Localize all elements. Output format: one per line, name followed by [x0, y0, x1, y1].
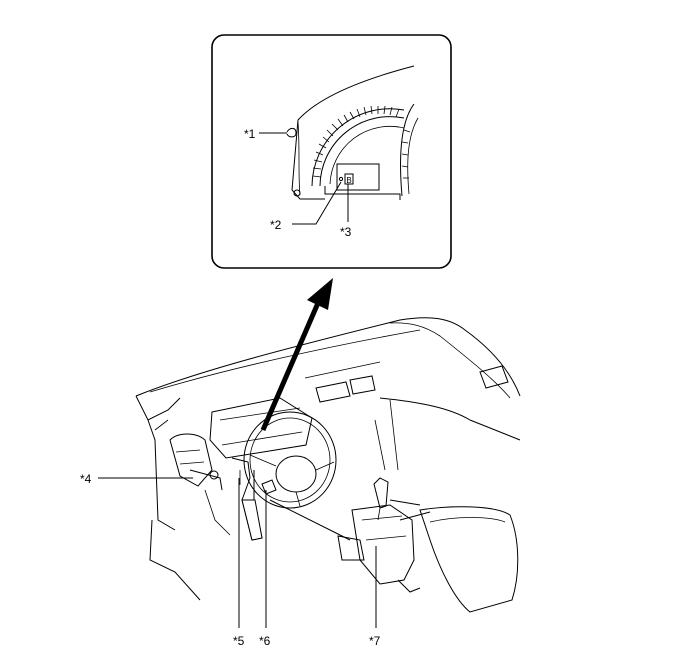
second-dial [400, 103, 415, 197]
zoom-inset: B *1 *2 *3 [211, 34, 452, 269]
meter-hood-outline [291, 65, 415, 200]
callout-2: *2 [270, 218, 282, 232]
shift-lever-icon [373, 477, 389, 521]
callout-7: *7 [369, 634, 381, 648]
display-window [336, 163, 380, 191]
callout-4: *4 [80, 472, 92, 486]
callout-5: *5 [233, 634, 245, 648]
callout-6: *6 [259, 634, 271, 648]
dashboard-illustration [135, 317, 521, 613]
svg-text:B: B [346, 176, 351, 185]
knob-icon [293, 189, 301, 197]
shift-indicator-icon [344, 173, 354, 185]
callout-1: *1 [244, 127, 256, 141]
main-callouts: *4 *5 *6 *7 [80, 472, 381, 648]
gauge-dial-icon [311, 105, 405, 187]
indicator-light-icon [338, 176, 344, 182]
bold-arrow-icon [260, 278, 333, 431]
sensor-icon [286, 127, 297, 138]
callout-3: *3 [340, 225, 352, 239]
steering-wheel-icon [243, 411, 337, 509]
inset-frame [211, 34, 452, 269]
